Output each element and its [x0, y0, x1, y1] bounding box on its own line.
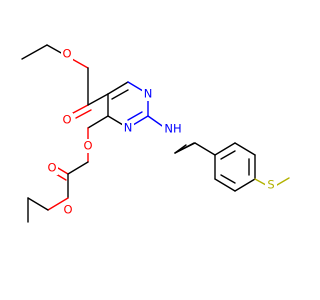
- label-bg-glycolate-carbonyl-o: [46, 161, 58, 175]
- bond-ar-inner-1: [220, 150, 236, 160]
- atom-labels: O O N N NH O O O S: [46, 47, 277, 217]
- atom-label-ester-carbonyl-o: O: [62, 113, 71, 127]
- bond-ch2-glycolate: [67, 161, 89, 175]
- atom-label-ether-o: O: [83, 139, 92, 153]
- label-bg-thioether-s: [265, 178, 277, 192]
- bond-c5-c6-inner: [111, 89, 129, 100]
- label-bg-glycolate-link-o: [62, 203, 74, 217]
- bond-c4-ether-side: [87, 115, 109, 129]
- bond-glycolate-ethyl-1: [27, 197, 49, 211]
- atom-label-ring-n-bottom: N: [124, 121, 133, 135]
- glycolate-group: [27, 115, 109, 223]
- bond-ar-2: [234, 142, 256, 156]
- atom-label-glycolate-carbonyl-o: O: [47, 161, 56, 175]
- bond-ar-1: [214, 142, 236, 156]
- bond-ar-5: [214, 178, 236, 192]
- bond-s-methyl: [276, 177, 290, 186]
- bond-ar-4: [234, 178, 256, 192]
- label-bg-ester-o: [61, 47, 73, 61]
- bond-ester-methyl: [21, 44, 48, 60]
- amino-benzyl-group: [147, 115, 290, 192]
- label-bg-ring-n-top: [142, 87, 154, 101]
- label-bg-ether-o: [82, 139, 94, 153]
- bond-methylene: [174, 142, 196, 154]
- ethyl-ester-group: [21, 44, 109, 119]
- bond-ar-inner-3: [220, 174, 236, 184]
- bond-benzyl: [194, 142, 216, 156]
- label-bg-ester-carbonyl-o: [61, 113, 73, 127]
- molecule-structure: O O N N NH O O O S: [21, 44, 290, 223]
- atom-label-glycolate-link-o: O: [63, 203, 72, 217]
- atom-label-amine-nh: NH: [164, 122, 181, 136]
- label-bg-amine: [162, 121, 184, 137]
- bond-c2-n3-inner: [127, 111, 143, 121]
- bond-ester-carbonyl-o-b: [75, 109, 92, 119]
- atom-label-ester-link-o: O: [62, 47, 71, 61]
- bond-glycolate-o-link: [47, 197, 69, 211]
- bond-ester-o-carbonyl-side: [71, 58, 89, 69]
- bond-glycolate-c-o-a: [57, 167, 69, 175]
- bond-ar-s: [254, 178, 267, 186]
- atom-label-ring-n-top: N: [144, 87, 153, 101]
- bond-ester-carbonyl-o-a: [72, 104, 89, 114]
- molecule-canvas: O O N N NH O O O S: [21, 44, 290, 223]
- bond-ester-ethyl: [46, 44, 64, 55]
- bond-c5-c6: [107, 81, 129, 95]
- bond-carbonyl-to-c5: [87, 93, 109, 106]
- atom-label-thioether-s: S: [267, 178, 274, 192]
- label-bg-ring-n-bottom: [122, 121, 134, 135]
